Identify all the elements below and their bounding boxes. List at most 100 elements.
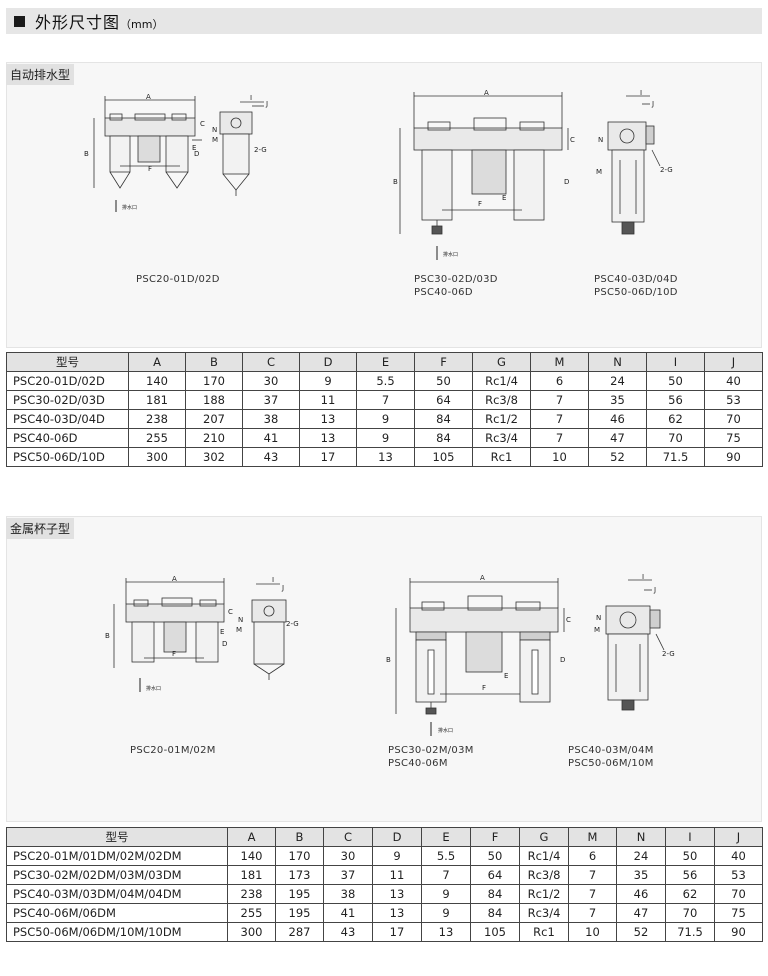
caption-line: PSC50-06D/10D [594,287,678,298]
table-cell: 84 [414,428,473,448]
drain-label: 排水口 [122,204,137,211]
dim-g: 2-G [254,146,267,154]
table-cell: 40 [704,371,763,391]
drawing-psc30-m: A B C D F E 排水口 [380,570,580,740]
caption-line: PSC20-01D/02D [136,274,220,285]
table-cell: 13 [421,922,471,942]
dim-i: I [642,573,644,581]
column-header: G [519,827,569,847]
table-cell: 7 [530,390,589,410]
table-cell: 181 [227,865,276,885]
table-cell: 11 [299,390,357,410]
table-cell: Rc3/8 [472,390,531,410]
table-cell: 10 [530,447,589,467]
table-cell: 84 [470,884,520,904]
cell-model: PSC40-06D [6,428,129,448]
column-header: M [530,352,589,372]
square-bullet-icon [14,15,25,27]
cell-model: PSC20-01D/02D [6,371,129,391]
table-cell: 7 [530,428,589,448]
dim-m: M [236,626,242,634]
table-cell: 50 [414,371,473,391]
table-cell: 13 [372,903,422,923]
spec-table-auto-drain: 型号 A B C D E F G M N I J PSC20-01D/02D 1… [6,352,763,467]
column-header: E [421,827,471,847]
cell-model: PSC40-03D/04D [6,409,129,429]
column-header: 型号 [6,352,129,372]
dim-n: N [596,614,601,622]
column-header: C [323,827,373,847]
table-row: PSC40-03M/03DM/04M/04DM 238 195 38 13 9 … [6,884,763,904]
table-cell: 13 [356,447,415,467]
table-cell: 13 [299,409,357,429]
caption-line: PSC30-02M/03M [388,745,474,756]
table-cell: 300 [128,447,186,467]
dim-i: I [272,576,274,584]
table-cell: 70 [704,409,763,429]
dim-c: C [570,136,575,144]
caption-line: PSC50-06M/10M [568,758,654,769]
column-header: A [227,827,276,847]
table-cell: Rc1/2 [519,884,569,904]
table-cell: 17 [299,447,357,467]
column-header: 型号 [6,827,228,847]
drawing-psc20-d: A B C D F E N M 2-G I J 排水口 [80,92,280,222]
table-row: PSC20-01M/01DM/02M/02DM 140 170 30 9 5.5… [6,846,763,866]
table-cell: 84 [470,903,520,923]
table-cell: 38 [242,409,300,429]
table-cell: 9 [356,409,415,429]
column-header: D [299,352,357,372]
dim-e: E [192,144,196,152]
caption-psc20-d: PSC20-01D/02D [136,273,220,286]
table-cell: 84 [414,409,473,429]
drawing-psc40-m-side: I J N M 2-G [572,570,682,720]
table-cell: 105 [470,922,520,942]
dim-e: E [504,672,508,680]
table-cell: Rc3/8 [519,865,569,885]
table-cell: 255 [227,903,276,923]
table-cell: 9 [356,428,415,448]
dim-g: 2-G [286,620,299,628]
column-header: D [372,827,422,847]
drawing-psc30-d-svg: A B C D F E 排水口 [393,89,575,260]
table-cell: 24 [588,371,647,391]
table-cell: 64 [470,865,520,885]
dim-f: F [148,165,152,173]
table-cell: 181 [128,390,186,410]
caption-psc30-d: PSC30-02D/03D PSC40-06D [414,273,498,299]
table-cell: 41 [242,428,300,448]
table-cell: 43 [242,447,300,467]
dim-n: N [598,136,603,144]
table-cell: 47 [616,903,666,923]
table-cell: Rc3/4 [519,903,569,923]
drawing-psc30-m-svg: A B C D F E 排水口 [386,574,571,736]
cell-model: PSC50-06D/10D [6,447,129,467]
column-header: J [714,827,763,847]
column-header: N [616,827,666,847]
column-header: J [704,352,763,372]
table-cell: 105 [414,447,473,467]
dim-a: A [480,574,485,582]
table-cell: 47 [588,428,647,448]
table-cell: 40 [714,846,763,866]
table-cell: 71.5 [665,922,715,942]
dim-g: 2-G [660,166,673,174]
drain-label: 排水口 [443,251,458,258]
table-cell: 6 [568,846,617,866]
dim-b: B [393,178,398,186]
dim-m: M [212,136,218,144]
dim-m: M [594,626,600,634]
cell-model: PSC40-03M/03DM/04M/04DM [6,884,228,904]
dim-i: I [250,94,252,102]
table-cell: 64 [414,390,473,410]
drawing-psc20-d-svg: A B C D F E N M 2-G I J 排水口 [84,93,268,212]
table-cell: 300 [227,922,276,942]
column-header: C [242,352,300,372]
table-cell: 70 [714,884,763,904]
table-cell: 6 [530,371,589,391]
table-cell: 13 [299,428,357,448]
dim-d: D [564,178,569,186]
table-cell: 7 [421,865,471,885]
table-cell: 255 [128,428,186,448]
table-cell: 46 [588,409,647,429]
